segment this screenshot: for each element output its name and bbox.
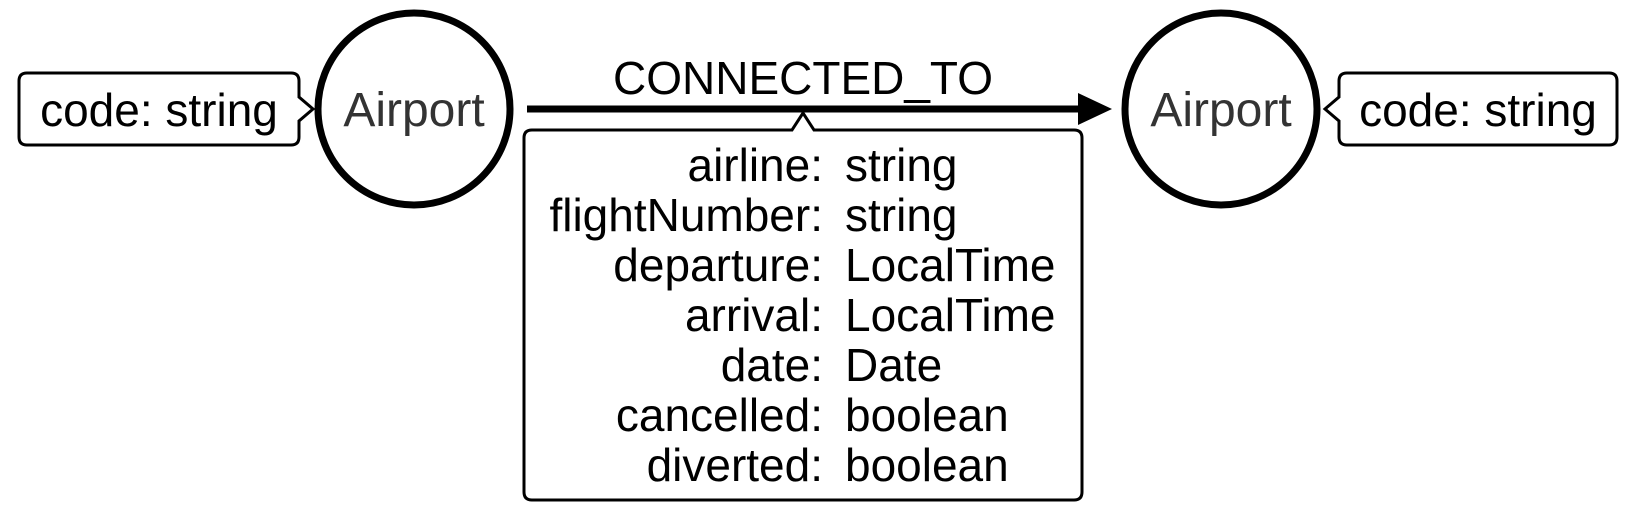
left-airport-node[interactable]: Airport [314,9,514,209]
relationship-property-callout: airline: string flightNumber: string dep… [522,110,1084,502]
right-node-label: Airport [1150,84,1291,137]
rel-prop-type-airline: string [845,139,957,191]
rel-prop-type-date: Date [845,339,942,391]
rel-prop-key-arrival: arrival: [685,289,823,341]
relationship-arrow[interactable]: CONNECTED_TO [527,52,1112,125]
relationship-callout-box [522,110,1084,502]
right-node-property-callout: code: string [1322,71,1619,147]
relationship-type-label: CONNECTED_TO [613,52,993,104]
relationship-property-list: airline: string flightNumber: string dep… [549,139,1055,491]
right-node-circle [1121,9,1321,209]
right-airport-node[interactable]: Airport [1121,9,1321,209]
rel-prop-key-cancelled: cancelled: [616,389,823,441]
rel-prop-type-diverted: boolean [845,439,1009,491]
left-node-property: code: string [40,84,278,136]
right-node-property: code: string [1359,84,1597,136]
left-node-circle [314,9,514,209]
rel-prop-type-arrival: LocalTime [845,289,1055,341]
rel-prop-type-departure: LocalTime [845,239,1055,291]
rel-prop-key-date: date: [721,339,823,391]
left-node-property-callout: code: string [17,71,316,147]
left-node-label: Airport [343,84,484,137]
right-callout-box [1322,71,1619,147]
rel-prop-key-departure: departure: [613,239,823,291]
rel-prop-type-flightnumber: string [845,189,957,241]
rel-prop-key-airline: airline: [687,139,823,191]
left-callout-box [17,71,316,147]
arrowhead-icon [1078,93,1112,125]
rel-prop-key-diverted: diverted: [647,439,823,491]
rel-prop-key-flightnumber: flightNumber: [549,189,823,241]
rel-prop-type-cancelled: boolean [845,389,1009,441]
